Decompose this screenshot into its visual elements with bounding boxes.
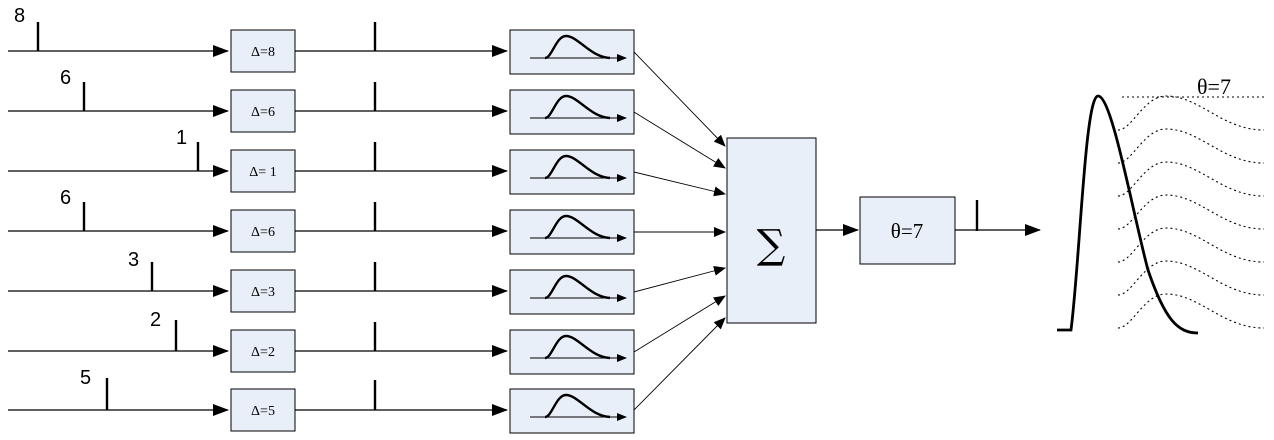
delay-label: Δ=8 xyxy=(251,45,275,60)
delay-box xyxy=(230,29,296,73)
delay-box xyxy=(230,388,296,432)
dotted-response-curve xyxy=(1117,194,1265,230)
input-row: 8 Δ=8 xyxy=(8,5,726,147)
delay-box xyxy=(230,209,296,253)
input-spike-label: 6 xyxy=(60,67,71,89)
delay-label: Δ=3 xyxy=(251,285,275,300)
synapse-arrow xyxy=(633,171,726,197)
synapse-arrow xyxy=(633,265,726,293)
kernel-curve xyxy=(544,154,611,180)
kernel-curve xyxy=(544,393,611,419)
delay-label: Δ=2 xyxy=(251,345,275,360)
synapse-arrow xyxy=(633,295,726,353)
input-spike-label: 5 xyxy=(80,367,91,389)
dotted-response-curve xyxy=(1117,161,1265,197)
input-row: 6 Δ=6 xyxy=(8,67,726,169)
dotted-response-curve xyxy=(1117,293,1265,329)
input-row: 5 Δ=5 xyxy=(8,317,726,434)
kernel-curve xyxy=(544,274,611,300)
delay-label: Δ= 1 xyxy=(249,165,276,180)
threshold-node: θ=7 xyxy=(859,196,956,265)
input-row: 2 Δ=2 xyxy=(8,295,726,375)
input-spike-label: 6 xyxy=(60,187,71,209)
dotted-curves xyxy=(1117,95,1265,329)
delay-box xyxy=(230,269,296,313)
kernel-curve xyxy=(544,34,611,60)
sum-symbol: ∑ xyxy=(757,222,786,268)
membrane-potential-curve xyxy=(1057,94,1199,335)
input-spike-label: 2 xyxy=(150,309,161,331)
input-row: 1 Δ= 1 xyxy=(8,127,726,197)
threshold-plot-label: θ=7 xyxy=(1197,74,1231,99)
synapse-arrow xyxy=(633,51,726,147)
dotted-response-curve xyxy=(1117,128,1265,164)
delay-box xyxy=(230,329,296,373)
threshold-label: θ=7 xyxy=(891,219,923,243)
dotted-response-curve xyxy=(1117,260,1265,296)
input-spike-label: 8 xyxy=(14,5,25,27)
delay-label: Δ=6 xyxy=(251,105,275,120)
delay-label: Δ=6 xyxy=(251,225,275,240)
delay-box xyxy=(230,89,296,133)
dotted-response-curve xyxy=(1117,95,1265,131)
input-row: 6 Δ=6 xyxy=(8,187,726,255)
output-potential-plot: θ=7 xyxy=(1057,74,1265,335)
dotted-response-curve xyxy=(1117,227,1265,263)
input-spike-label: 1 xyxy=(176,127,187,149)
threshold-box xyxy=(859,196,956,265)
input-spike-label: 3 xyxy=(128,249,139,271)
input-row: 3 Δ=3 xyxy=(8,249,726,315)
input-channels: 8 Δ=8 6 Δ=6 1 xyxy=(8,5,726,434)
synapse-arrow xyxy=(633,317,726,411)
synapse-arrow xyxy=(633,111,726,169)
delay-label: Δ=5 xyxy=(251,404,275,419)
kernel-curve xyxy=(544,94,611,120)
sum-node: ∑ xyxy=(726,137,817,324)
kernel-curve xyxy=(544,214,611,240)
kernel-curve xyxy=(544,334,611,360)
